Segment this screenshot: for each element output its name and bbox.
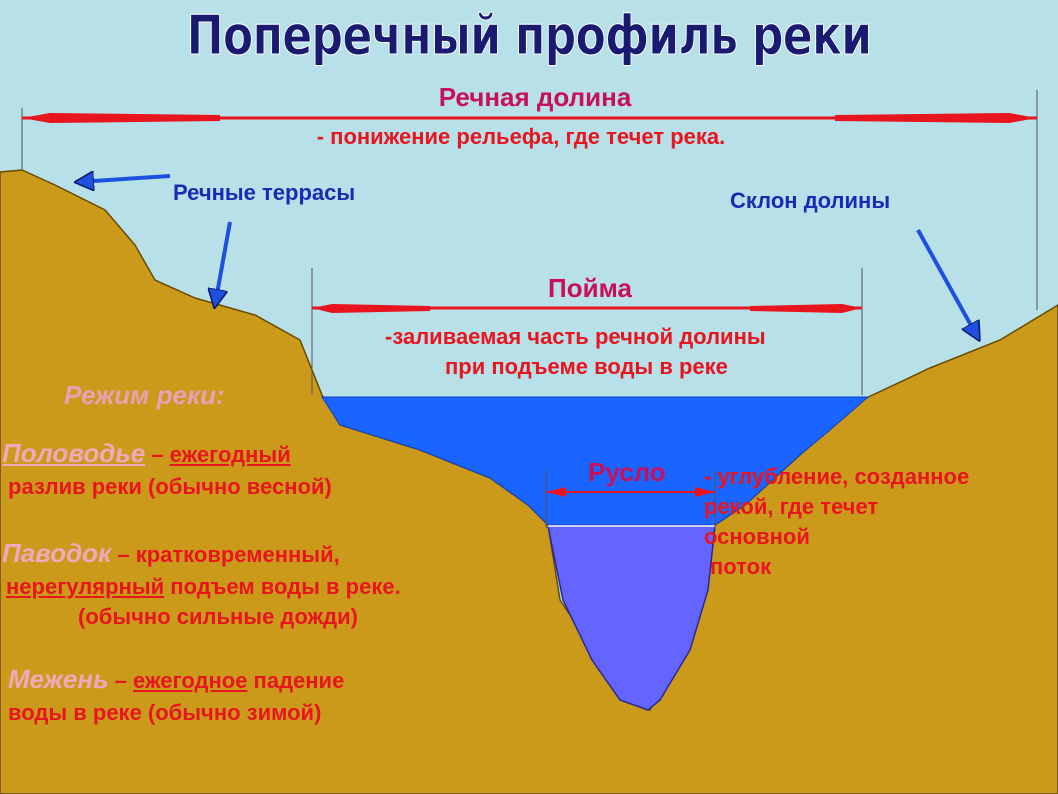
flood-line1: Паводок – кратковременный, — [2, 538, 340, 569]
flood-water — [321, 396, 870, 526]
slope-label: Склон долины — [730, 188, 891, 213]
channel-definition: - углубление, созданное рекой, где течет… — [704, 462, 969, 582]
page-title: Поперечный профиль реки — [186, 4, 872, 68]
terraces-label: Речные террасы — [173, 180, 356, 205]
channel-definition-line: - углубление, созданное — [704, 464, 970, 489]
floodplain-definition-line1: -заливаемая часть речной долины — [385, 324, 766, 349]
channel-arrow-left — [546, 487, 566, 497]
low-water-dash: – — [108, 668, 133, 693]
high-water-keyword: ежегодный — [169, 442, 291, 467]
valley-arrow-left — [22, 113, 220, 123]
floodplain-arrow-right — [750, 304, 862, 313]
flood-line3: (обычно сильные дожди) — [78, 604, 358, 629]
high-water-dash: – — [145, 442, 170, 467]
low-water-rest: падение — [247, 668, 345, 693]
channel-arrow-right — [695, 487, 715, 497]
floodplain-arrow-left — [312, 304, 430, 313]
valley-label: Речная долина — [438, 82, 632, 112]
channel-water — [547, 525, 716, 711]
flood-keyword: нерегулярный — [6, 574, 165, 599]
flood-line2: нерегулярный подъем воды в реке. — [6, 574, 401, 600]
channel-definition-line: поток — [710, 554, 772, 579]
floodplain-label: Пойма — [548, 273, 632, 303]
channel-label: Русло — [588, 457, 666, 487]
regime-heading: Режим реки: — [64, 380, 225, 410]
low-water-line1: Межень – ежегодное падение — [8, 664, 344, 695]
high-water-line2: разлив реки (обычно весной) — [8, 474, 332, 499]
low-water-keyword: ежегодное — [133, 668, 248, 693]
flood-rest: подъем воды в реке. — [164, 574, 401, 599]
low-water-term: Межень — [8, 664, 109, 694]
terrace-arrow-lower — [215, 221, 232, 305]
low-water-line2: воды в реке (обычно зимой) — [8, 700, 322, 725]
slope-arrow — [916, 229, 978, 338]
flood-dash: – кратковременный, — [111, 542, 340, 567]
terrace-arrow-upper — [78, 176, 171, 182]
high-water-term: Половодье — [2, 438, 146, 468]
high-water-line1: Половодье – ежегодный — [2, 438, 291, 469]
channel-definition-line: рекой, где течет — [704, 494, 879, 519]
channel-definition-line: основной — [704, 524, 810, 549]
valley-arrow-right — [835, 113, 1037, 123]
flood-term: Паводок — [2, 538, 112, 568]
floodplain-definition-line2: при подъеме воды в реке — [445, 354, 728, 379]
valley-definition: - понижение рельефа, где течет река. — [316, 124, 726, 149]
